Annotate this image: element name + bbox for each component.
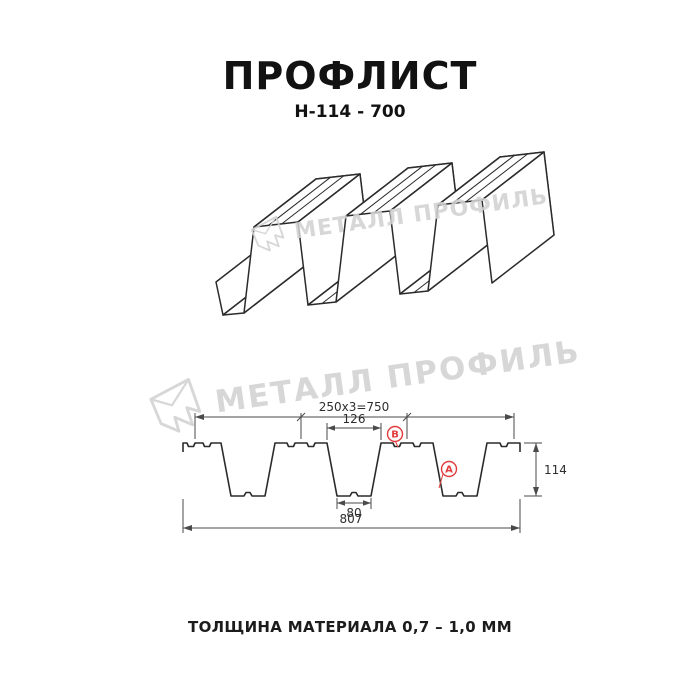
side-b-marker: В (386, 425, 404, 448)
dim-top-label: 250x3=750 (319, 400, 390, 414)
rib-stiffener-line (360, 164, 437, 215)
profile-model-subtitle: Н-114 - 700 (294, 102, 406, 122)
dim-overall-label: 807 (340, 512, 363, 526)
cross-section-profile-outline (182, 442, 521, 497)
dimension-valley-bottom: 80 (336, 498, 372, 520)
watermark-small: МЕТАЛЛ ПРОФИЛЬ (247, 176, 550, 257)
sheet-right-cut-face (481, 151, 555, 284)
material-thickness-note: ТОЛЩИНА МАТЕРИАЛА 0,7 – 1,0 ММ (188, 618, 512, 636)
metall-profil-logo-icon (250, 215, 285, 252)
dim-valley-top-label: 126 (343, 412, 366, 426)
side-b-label: В (391, 430, 399, 441)
side-a-label: А (445, 465, 453, 476)
rib-stiffener-line (268, 175, 345, 226)
dimension-overall-width: 807 (182, 499, 521, 533)
dim-height-label: 114 (544, 463, 567, 477)
dimension-top-pitch: 250x3=750 (194, 400, 515, 439)
metall-profil-logo-icon (149, 377, 202, 433)
dimension-valley-top: 126 (326, 412, 382, 440)
watermark-large: МЕТАЛЛ ПРОФИЛЬ (144, 322, 585, 442)
side-a-marker: А (438, 460, 458, 489)
page-title: ПРОФЛИСТ (222, 54, 478, 98)
dim-valley-bottom-label: 80 (346, 506, 361, 520)
rib-stiffener-line (452, 153, 529, 204)
dimension-height: 114 (524, 442, 567, 497)
